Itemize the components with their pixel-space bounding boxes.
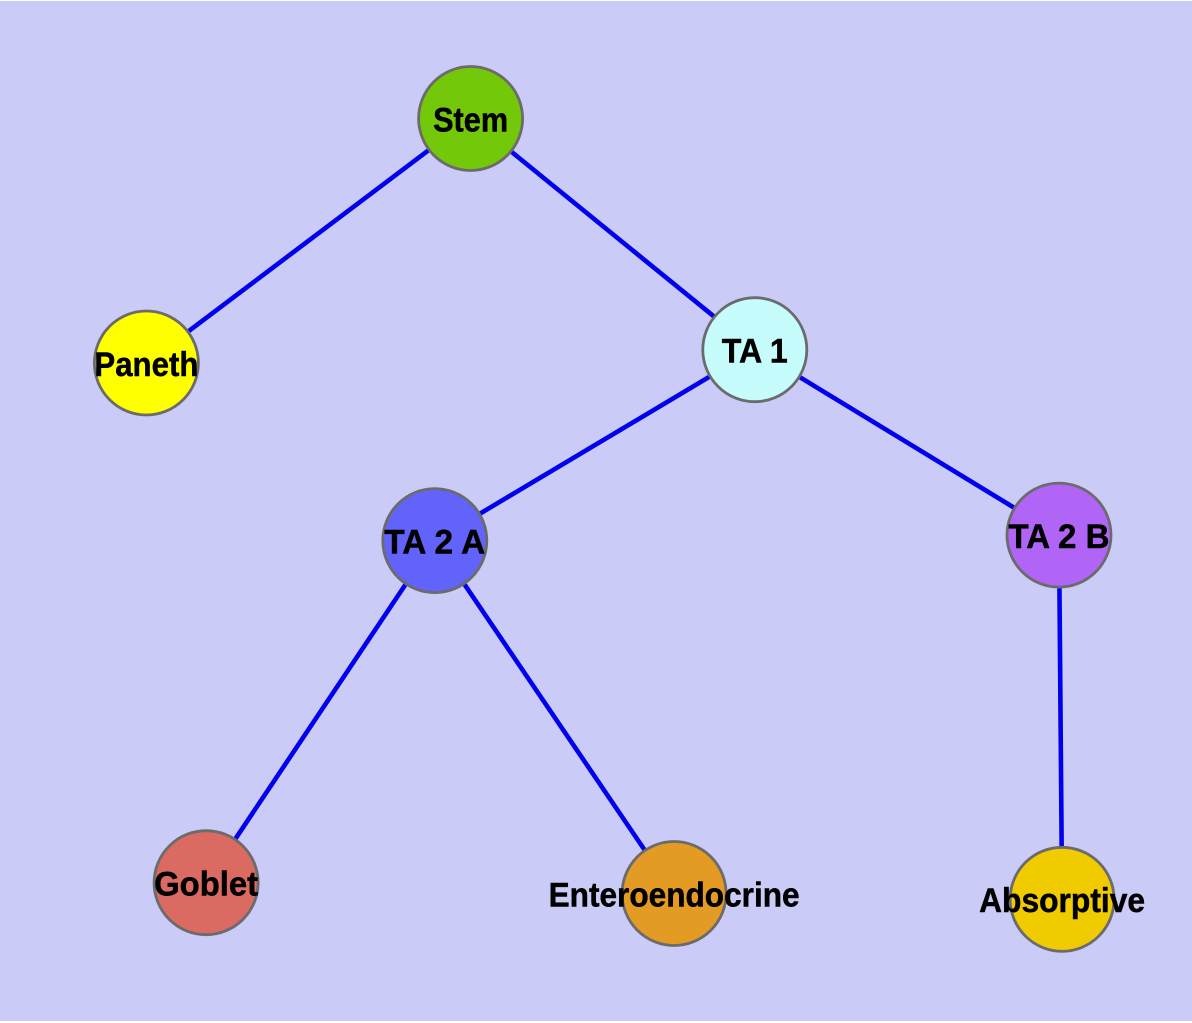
svg-text:TA 2 B: TA 2 B — [1009, 518, 1110, 556]
svg-text:Paneth: Paneth — [94, 346, 198, 384]
svg-text:TA 2 A: TA 2 A — [384, 523, 485, 561]
svg-text:Absorptive: Absorptive — [979, 882, 1145, 920]
svg-text:TA 1: TA 1 — [722, 333, 788, 371]
svg-text:Goblet: Goblet — [154, 866, 258, 904]
svg-text:Stem: Stem — [433, 101, 508, 139]
svg-text:Enteroendocrine: Enteroendocrine — [549, 876, 800, 914]
